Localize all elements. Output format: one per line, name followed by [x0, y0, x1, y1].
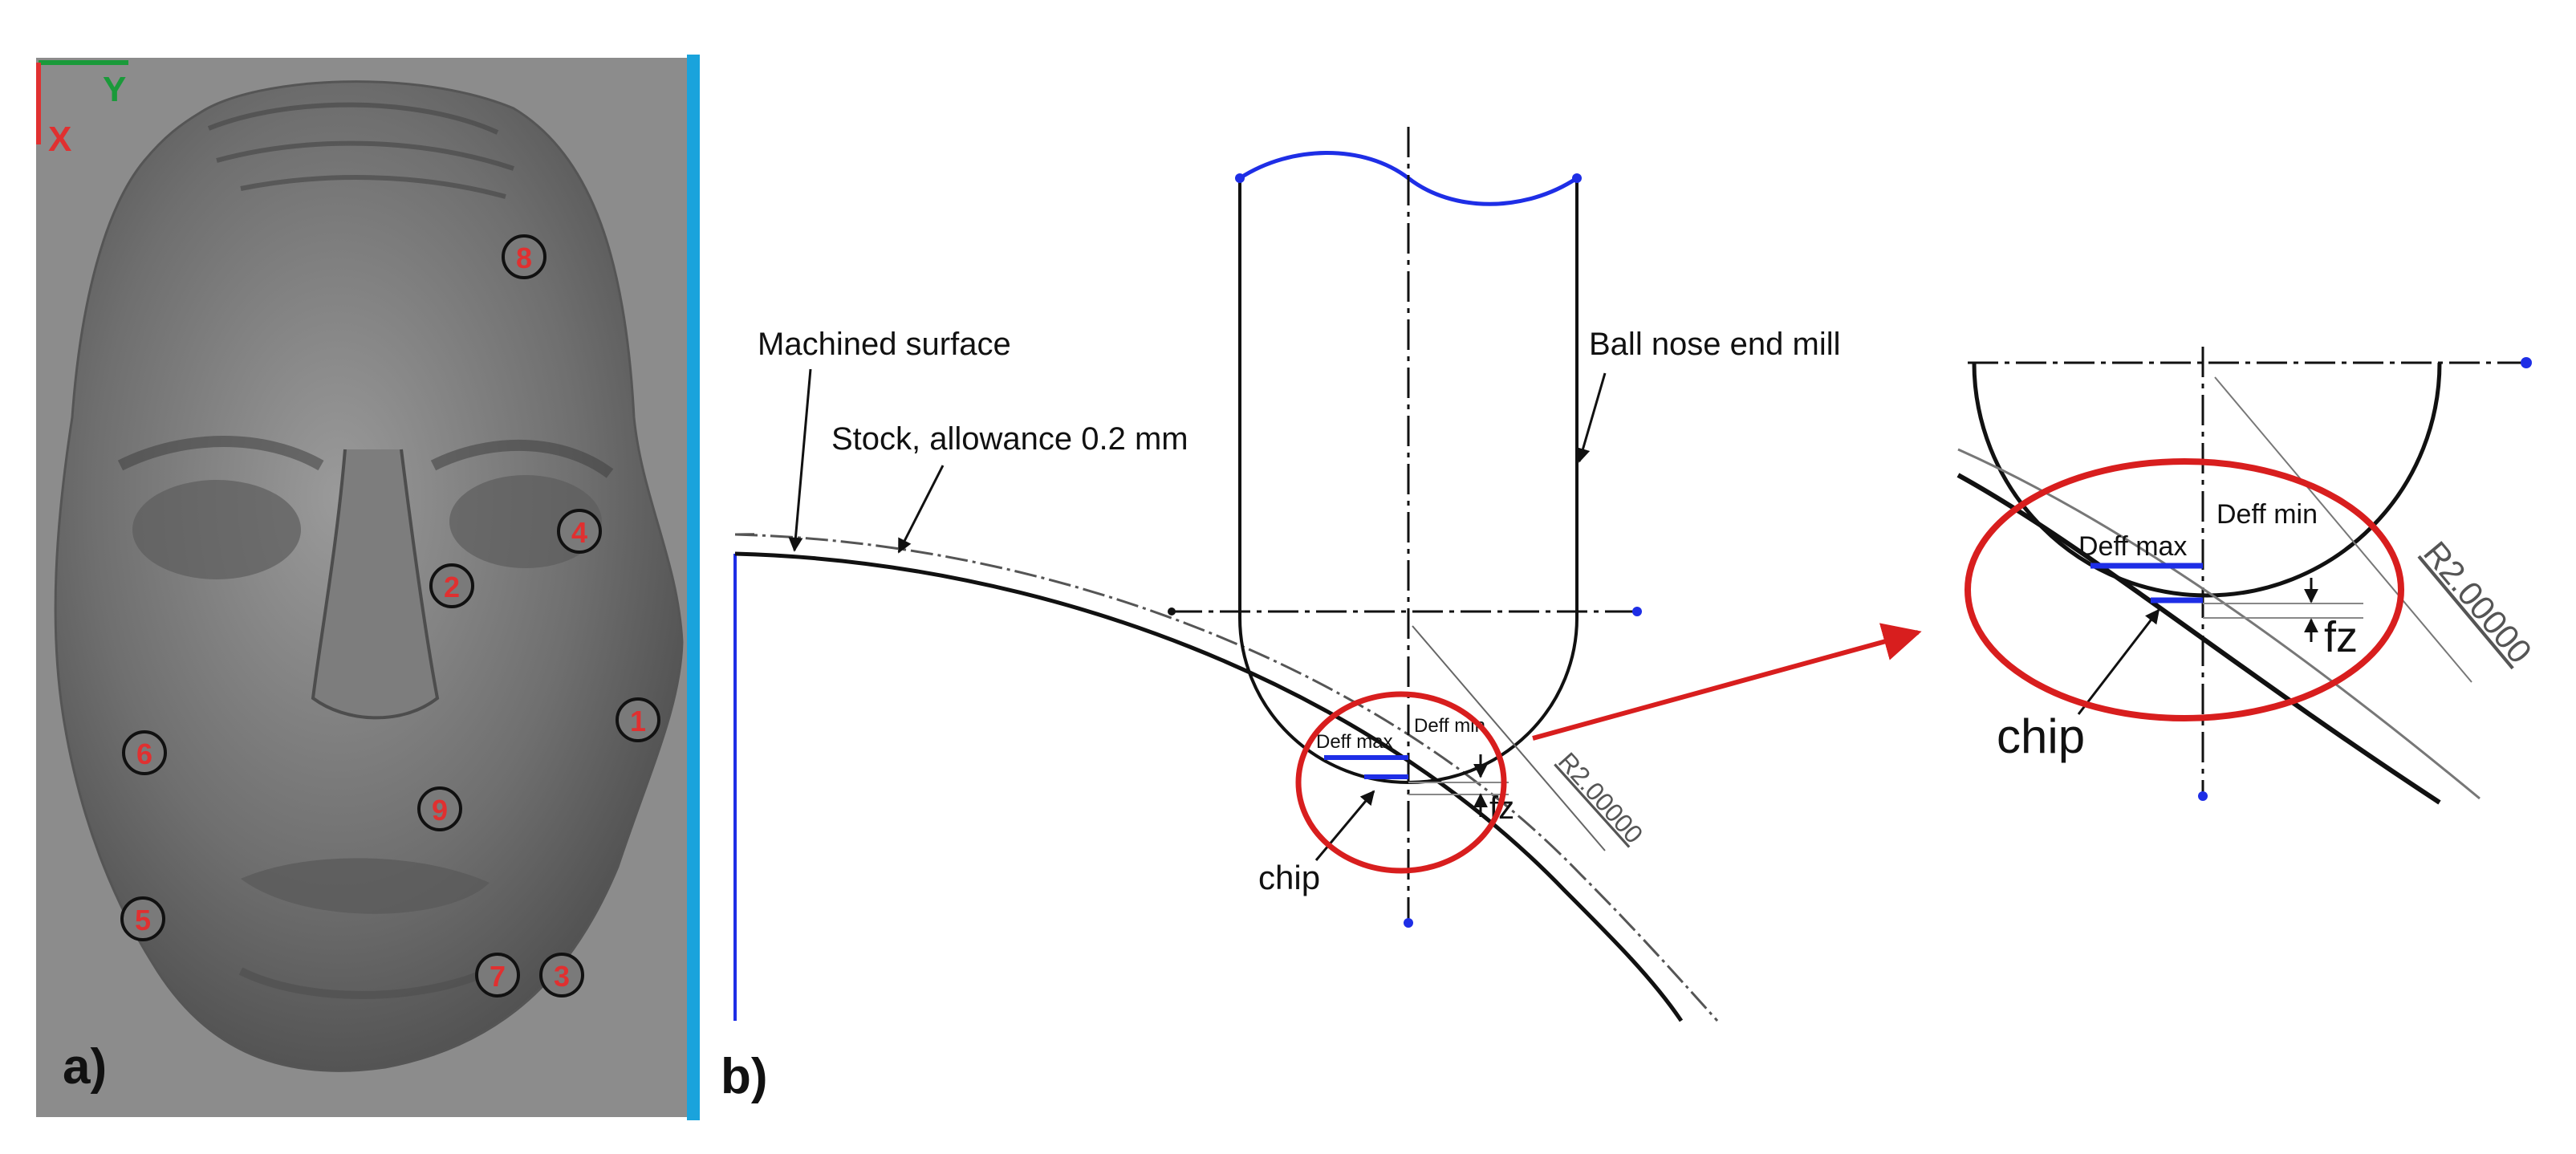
- measurement-points: 8 4 2 1 6 9 5 7 3: [120, 234, 660, 998]
- panel-b-label: b): [721, 1049, 768, 1104]
- highlight-ring-large: [1965, 458, 2404, 721]
- zoom-stock-curve: [1957, 448, 2481, 800]
- machined-surface-leader: [788, 368, 812, 552]
- svg-text:4: 4: [571, 516, 587, 549]
- ball-nose-label: Ball nose end mill: [1589, 327, 1841, 362]
- panel-a: Y X 8 4 2 1 6 9 5 7 3 a): [36, 55, 700, 1120]
- hair-ridges: [207, 102, 514, 199]
- zoom-ball-arc: [1972, 362, 2442, 598]
- axis-y-label: Y: [103, 70, 126, 109]
- svg-text:2: 2: [444, 571, 460, 603]
- chip-leader: [1314, 790, 1375, 861]
- viewport-right-border: [687, 55, 700, 1120]
- zoom-arrow: [1532, 623, 1922, 741]
- zoom-fz-label: fz: [2324, 613, 2358, 661]
- zoom-center-line-end: [2521, 357, 2532, 368]
- zoom-radius-label: R2.00000: [2416, 534, 2539, 671]
- svg-text:3: 3: [554, 960, 570, 993]
- zoom-inset: R2.00000 Deff max Deff min fz chip: [1956, 347, 2539, 805]
- stock-allowance-leader: [897, 465, 945, 554]
- ball-nose-leader: [1575, 372, 1607, 463]
- axis-x-label: X: [48, 120, 71, 159]
- mouth-shape: [241, 858, 490, 914]
- svg-text:1: 1: [630, 705, 646, 738]
- panel-b: b) Machined surface Stock, allowance 0.2…: [721, 127, 1922, 1104]
- measurement-point: 8: [502, 234, 546, 279]
- zoom-deff-min-label: Deff min: [2216, 499, 2318, 530]
- zoom-radius-line: [2214, 376, 2472, 683]
- highlight-ring-small: [1295, 691, 1507, 874]
- left-eye-socket: [132, 480, 301, 579]
- measurement-point: 2: [429, 563, 474, 608]
- ball-center-line-end: [1168, 607, 1176, 616]
- machined-surface-curve: [734, 551, 1684, 1022]
- svg-text:7: 7: [490, 960, 506, 993]
- chin-shading: [238, 967, 492, 999]
- measurement-point: 4: [557, 509, 602, 554]
- radius-dimension-line: [1412, 625, 1606, 851]
- measurement-point: 9: [417, 786, 462, 831]
- tool-break-point: [1572, 173, 1582, 183]
- measurement-point: 3: [539, 953, 584, 998]
- machined-surface-label: Machined surface: [758, 327, 1011, 362]
- panel-a-label: a): [63, 1039, 107, 1095]
- measurement-point: 1: [616, 697, 660, 742]
- svg-text:5: 5: [135, 904, 151, 937]
- stock-allowance-curve: [734, 533, 1719, 1022]
- measurement-point: 7: [475, 953, 520, 998]
- zoom-chip-label: chip: [1997, 709, 2085, 763]
- svg-text:9: 9: [432, 794, 448, 827]
- nose-shape: [311, 449, 440, 720]
- svg-text:8: 8: [516, 242, 532, 274]
- zoom-deff-max-label: Deff max: [2078, 531, 2187, 562]
- deff-max-label: Deff max: [1316, 731, 1393, 753]
- zoom-chip-leader: [2077, 608, 2160, 715]
- brow-shading: [117, 436, 614, 478]
- tool-break-point: [1235, 173, 1245, 183]
- measurement-point: 6: [122, 730, 167, 775]
- measurement-point: 5: [120, 896, 165, 941]
- ball-center-line-end: [1632, 607, 1642, 616]
- radius-label: R2.00000: [1553, 747, 1649, 849]
- zoom-tool-axis-end: [2198, 791, 2208, 801]
- svg-text:6: 6: [136, 738, 152, 770]
- stock-allowance-label: Stock, allowance 0.2 mm: [831, 421, 1188, 457]
- chip-label: chip: [1258, 859, 1320, 896]
- tool-axis-end: [1404, 918, 1413, 928]
